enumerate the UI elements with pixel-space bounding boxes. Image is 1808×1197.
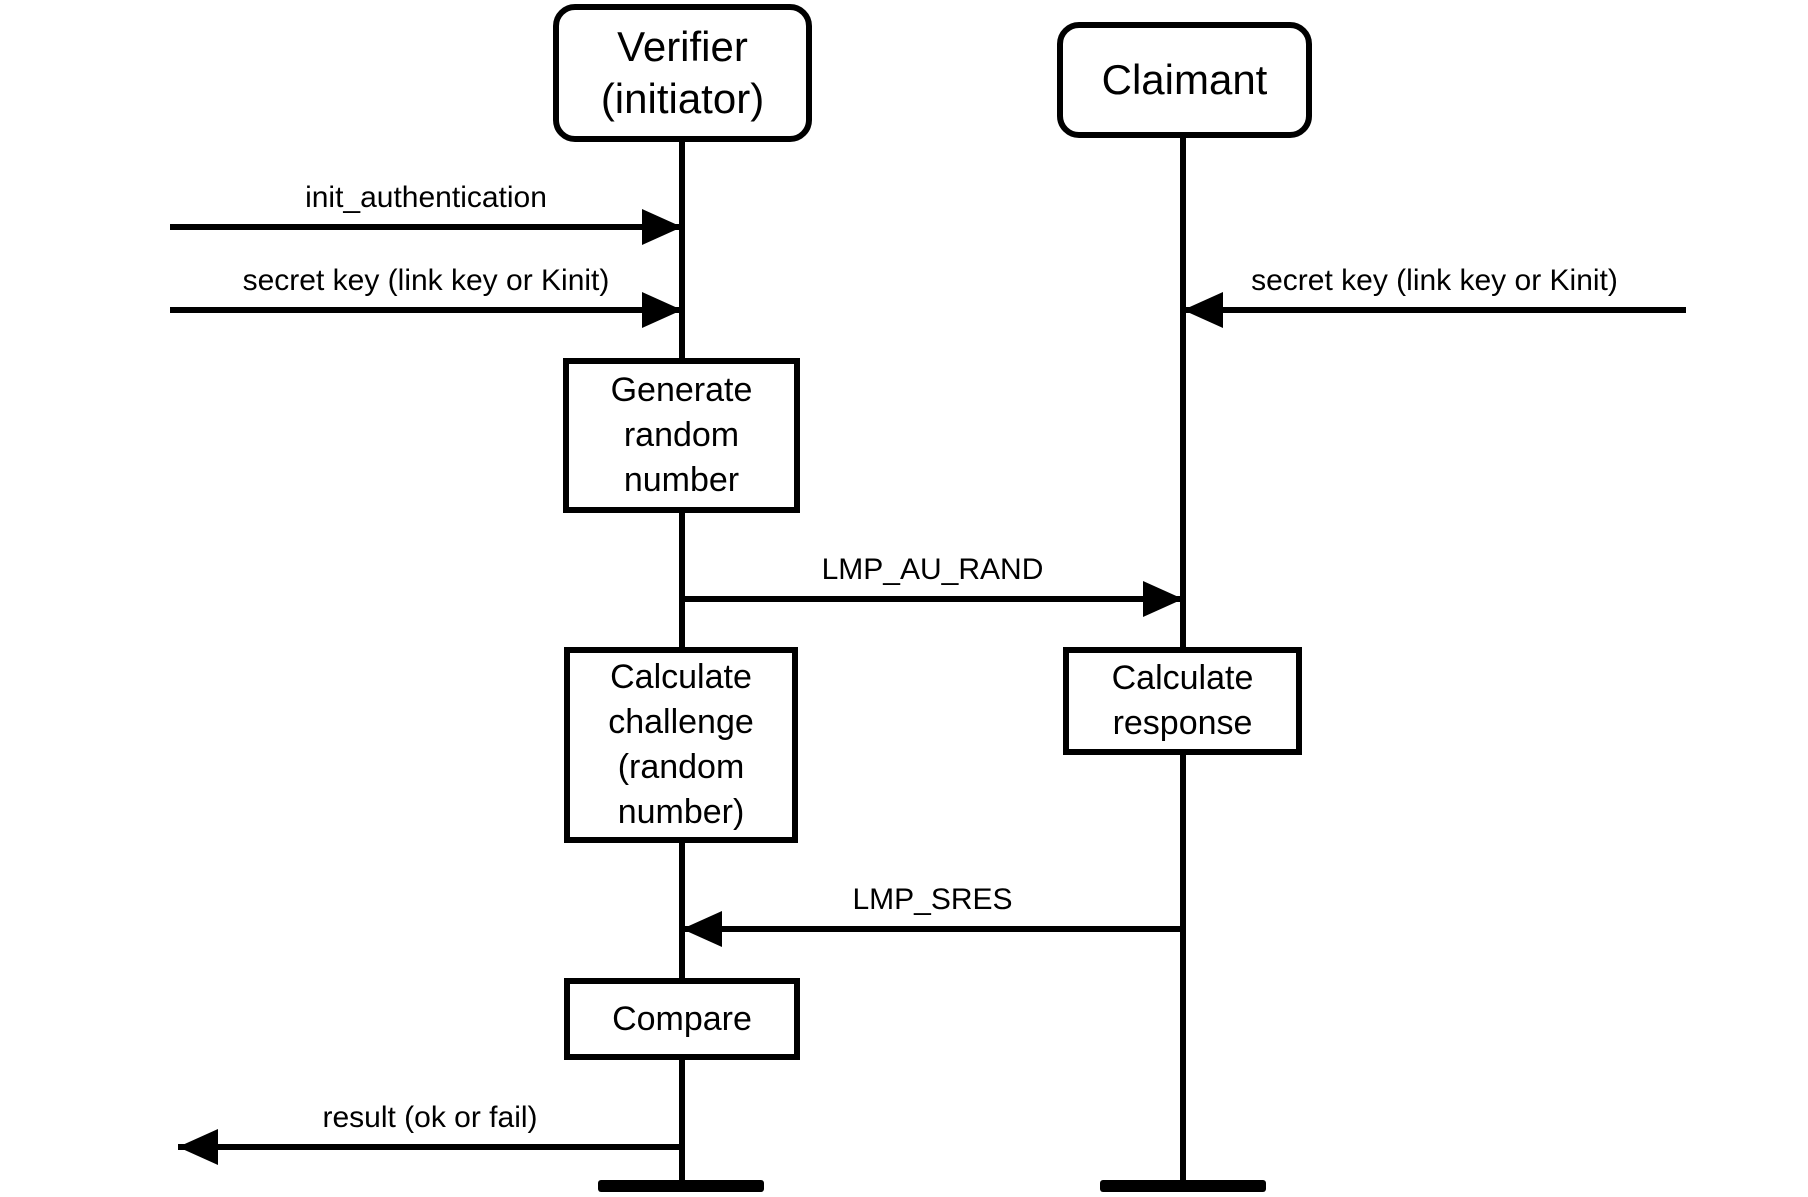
message-lmp-sres: LMP_SRES	[682, 880, 1183, 950]
lifeline-end-bar-claimant	[1100, 1180, 1266, 1192]
arrowhead-left-icon	[1183, 292, 1223, 328]
process-box-calculate-response: Calculate response	[1063, 647, 1302, 755]
message-line	[682, 596, 1183, 602]
actor-label-verifier: Verifier (initiator)	[600, 22, 765, 123]
actor-box-claimant: Claimant	[1057, 22, 1312, 138]
message-label-lmp-sres: LMP_SRES	[852, 883, 1013, 916]
process-label-calculate-response: Calculate response	[1111, 659, 1254, 742]
message-secret-key-claimant: secret key (link key or Kinit)	[1183, 261, 1686, 331]
message-label-secret-key-claimant: secret key (link key or Kinit)	[1251, 264, 1618, 297]
actor-box-verifier: Verifier (initiator)	[553, 4, 812, 142]
message-result: result (ok or fail)	[178, 1098, 682, 1168]
message-line	[170, 307, 682, 313]
process-label-calculate-challenge: Calculate challenge (random number)	[608, 658, 754, 831]
process-label-generate-random: Generate random number	[610, 371, 753, 499]
process-label-compare: Compare	[612, 999, 752, 1038]
message-label-lmp-au-rand: LMP_AU_RAND	[821, 553, 1044, 586]
message-line	[682, 926, 1183, 932]
process-box-compare: Compare	[564, 978, 800, 1060]
message-label-init-authentication: init_authentication	[305, 181, 547, 214]
message-secret-key-verifier: secret key (link key or Kinit)	[170, 261, 682, 331]
process-box-calculate-challenge: Calculate challenge (random number)	[564, 647, 798, 843]
arrowhead-right-icon	[642, 209, 682, 245]
lifeline-end-bar-verifier	[598, 1180, 764, 1192]
message-line	[170, 224, 682, 230]
message-init-authentication: init_authentication	[170, 178, 682, 248]
arrowhead-left-icon	[682, 911, 722, 947]
message-label-secret-key-verifier: secret key (link key or Kinit)	[242, 264, 610, 297]
message-lmp-au-rand: LMP_AU_RAND	[682, 550, 1183, 620]
actor-label-claimant: Claimant	[1101, 55, 1268, 103]
message-line	[1183, 307, 1686, 313]
arrowhead-left-icon	[178, 1129, 218, 1165]
arrowhead-right-icon	[1143, 581, 1183, 617]
arrowhead-right-icon	[642, 292, 682, 328]
process-box-generate-random: Generate random number	[563, 358, 800, 513]
message-label-result: result (ok or fail)	[322, 1101, 538, 1134]
message-line	[178, 1144, 682, 1150]
